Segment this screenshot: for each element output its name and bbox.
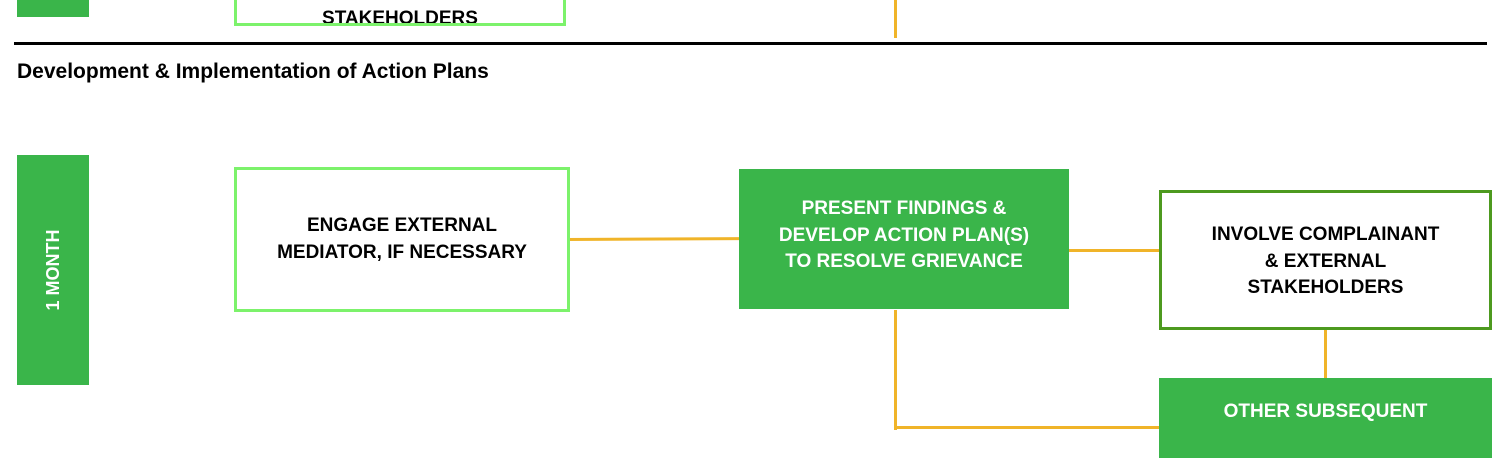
present-findings-box: PRESENT FINDINGS & DEVELOP ACTION PLAN(S… [739, 169, 1069, 309]
timeframe-label: 1 MONTH [43, 229, 63, 311]
section-divider [14, 42, 1487, 45]
connector-complainant-to-subsequent [1324, 330, 1327, 378]
previous-timeframe-band [17, 0, 89, 17]
connector-mediator-to-findings [565, 237, 741, 241]
connector-findings-to-subsequent [894, 426, 1160, 429]
other-subsequent-box: OTHER SUBSEQUENT [1159, 378, 1492, 458]
involve-complainant-box: INVOLVE COMPLAINANT & EXTERNAL STAKEHOLD… [1159, 190, 1492, 330]
previous-stakeholders-label: STAKEHOLDERS [322, 8, 478, 26]
previous-stakeholders-box: STAKEHOLDERS [234, 0, 566, 26]
timeframe-band [17, 155, 89, 385]
previous-connector-vertical [894, 0, 897, 38]
connector-findings-down [894, 310, 897, 430]
section-title: Development & Implementation of Action P… [17, 60, 489, 83]
other-subsequent-label: OTHER SUBSEQUENT [1223, 401, 1428, 422]
connector-findings-to-complainant [1068, 249, 1160, 252]
engage-mediator-box: ENGAGE EXTERNAL MEDIATOR, IF NECESSARY [234, 167, 570, 312]
